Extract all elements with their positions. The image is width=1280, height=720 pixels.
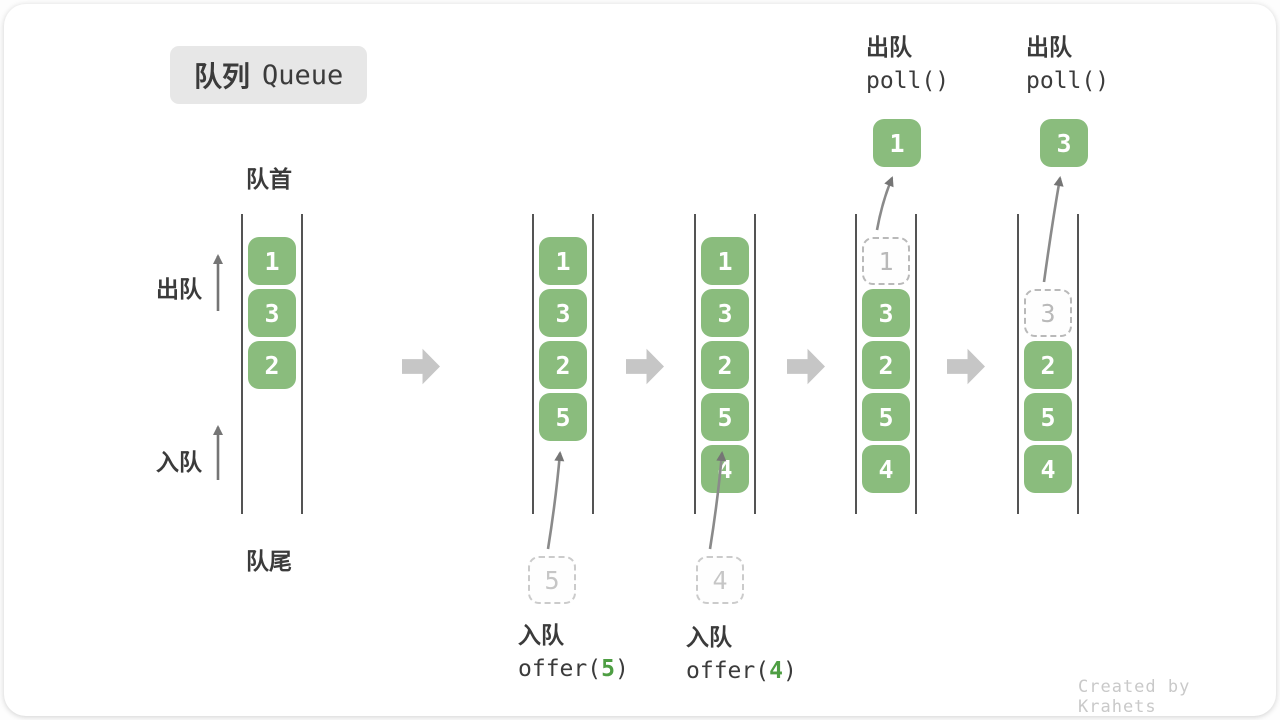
queue-cell-removed: 1 — [862, 237, 910, 285]
poll-code-label: poll() — [866, 68, 950, 94]
enqueue-action-label: 入队 — [686, 624, 732, 650]
queue-cell: 2 — [248, 341, 296, 389]
step-arrow-icon — [947, 348, 985, 385]
queue-cell: 2 — [1024, 341, 1072, 389]
queue-cell: 3 — [862, 289, 910, 337]
queue-cell: 2 — [701, 341, 749, 389]
queue-wall-right — [592, 214, 594, 514]
queue-cell: 5 — [862, 393, 910, 441]
queue-rear-label: 队尾 — [246, 548, 292, 574]
code-close: ) — [782, 658, 797, 684]
step-arrow-icon — [787, 348, 825, 385]
step-arrow-icon — [626, 348, 664, 385]
queue-cell: 5 — [701, 393, 749, 441]
poll3-operation-label: 出队 poll() — [1026, 36, 1109, 93]
queue-cell: 1 — [248, 237, 296, 285]
queue-state-4: 1 3 2 5 4 — [855, 214, 917, 514]
enqueue-label: 入队 — [156, 449, 202, 475]
dequeue-action-label: 出队 — [1026, 34, 1072, 60]
popped-value-box: 3 — [1040, 119, 1088, 167]
queue-state-1: 1 3 2 — [241, 214, 303, 514]
queue-front-label: 队首 — [246, 166, 292, 192]
queue-wall-left — [241, 214, 243, 514]
queue-cell: 4 — [701, 445, 749, 493]
title-en: Queue — [262, 59, 344, 91]
queue-wall-left — [855, 214, 857, 514]
dequeue-label: 出队 — [156, 276, 202, 302]
poll-code-label: poll() — [1026, 68, 1110, 94]
code-fn: offer( — [686, 658, 770, 684]
offer5-code-label: offer(5) — [518, 658, 629, 681]
queue-cell-removed: 3 — [1024, 289, 1072, 337]
queue-cell: 3 — [539, 289, 587, 337]
offer4-code-label: offer(4) — [686, 660, 797, 683]
queue-wall-left — [694, 214, 696, 514]
poll1-operation-label: 出队 poll() — [866, 36, 949, 93]
queue-state-2: 1 3 2 5 — [532, 214, 594, 514]
queue-cell: 4 — [862, 445, 910, 493]
queue-cell: 4 — [1024, 445, 1072, 493]
queue-wall-right — [301, 214, 303, 514]
queue-wall-right — [915, 214, 917, 514]
enqueue-action-label: 入队 — [518, 622, 564, 648]
code-close: ) — [614, 656, 629, 682]
queue-cell: 5 — [539, 393, 587, 441]
queue-cell: 2 — [539, 341, 587, 389]
code-fn: offer( — [518, 656, 602, 682]
offer5-operation-label: 入队 offer(5) — [518, 624, 629, 681]
step-arrow-icon — [402, 348, 440, 385]
queue-wall-left — [532, 214, 534, 514]
offer4-operation-label: 入队 offer(4) — [686, 626, 797, 683]
popped-value-box: 1 — [873, 119, 921, 167]
queue-state-3: 1 3 2 5 4 — [694, 214, 756, 514]
queue-wall-left — [1017, 214, 1019, 514]
queue-cell: 3 — [248, 289, 296, 337]
queue-cell: 3 — [701, 289, 749, 337]
code-arg: 4 — [769, 658, 783, 684]
queue-cell: 1 — [539, 237, 587, 285]
code-arg: 5 — [601, 656, 615, 682]
insert-value-box: 4 — [696, 556, 744, 604]
insert-value-box: 5 — [528, 556, 576, 604]
queue-cell: 5 — [1024, 393, 1072, 441]
title-zh: 队列 — [194, 61, 251, 92]
queue-wall-right — [1077, 214, 1079, 514]
queue-state-5: 3 2 5 4 — [1017, 214, 1079, 514]
watermark: Created by Krahets — [1078, 677, 1191, 716]
dequeue-action-label: 出队 — [866, 34, 912, 60]
title-box: 队列 Queue — [170, 46, 368, 104]
queue-diagram: 队列 Queue 队首 队尾 出队 入队 1 3 2 1 3 2 5 1 3 2… — [4, 4, 1276, 716]
queue-cell: 2 — [862, 341, 910, 389]
queue-wall-right — [754, 214, 756, 514]
queue-cell: 1 — [701, 237, 749, 285]
